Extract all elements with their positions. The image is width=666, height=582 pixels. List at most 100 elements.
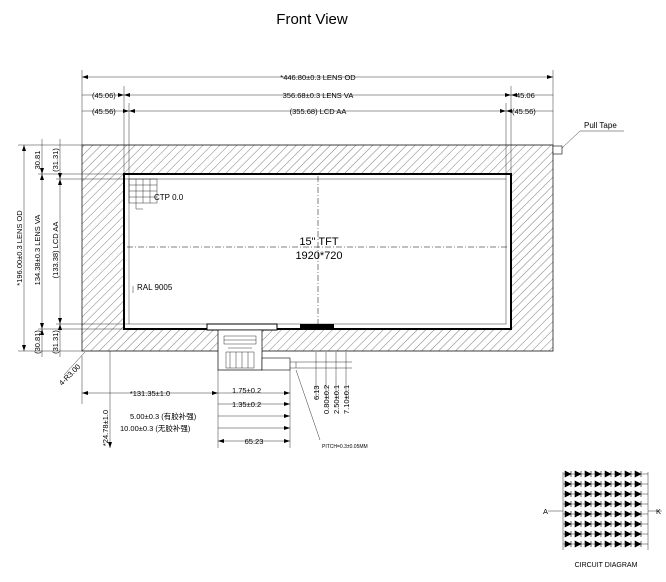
fpc-length-arrow [108,442,112,448]
led-diode-icon [624,510,632,518]
led-diode-icon [604,540,612,548]
led-diode-icon [604,500,612,508]
fpc-horizontal-dimensions [81,356,291,448]
circuit-diagram [548,472,662,550]
led-diode-icon [624,520,632,528]
led-diode-icon [574,540,582,548]
led-diode-icon [634,500,642,508]
lens-od-height: *196.00±0.3 LENS OD [15,210,24,286]
led-diode-icon [584,520,592,528]
led-diode-icon [574,510,582,518]
fpc-offset: *131.35±1.0 [130,389,170,398]
led-diode-icon [594,540,602,548]
led-diode-icon [614,500,622,508]
led-diode-icon [624,480,632,488]
circuit-anode: A [543,507,548,516]
width-dimensions [81,70,554,179]
led-diode-icon [624,540,632,548]
led-diode-icon [634,520,642,528]
led-diode-icon [634,470,642,478]
led-diode-icon [574,530,582,538]
led-diode-icon [604,480,612,488]
led-diode-icon [614,490,622,498]
fpc-tail [217,329,297,371]
top-offset-va: 30.81 [33,151,42,170]
led-diode-icon [584,480,592,488]
led-diode-icon [634,510,642,518]
panel-resolution-label: 1920*720 [295,250,342,262]
led-diode-icon [614,480,622,488]
led-diode-icon [594,470,602,478]
bottom-offset-va: (30.81) [33,330,42,354]
led-diode-icon [574,470,582,478]
lcd-aa-width: (355.68) LCD AA [290,107,347,116]
led-diode-icon [634,530,642,538]
led-diode-icon [594,480,602,488]
right-offset-va: 45.06 [516,91,535,100]
height-dimensions [18,139,129,357]
led-diode-icon [584,490,592,498]
led-diode-icon [604,470,612,478]
led-diode-icon [634,480,642,488]
led-diode-icon [564,490,572,498]
left-offset-va: (45.06) [92,91,116,100]
led-diode-icon [614,530,622,538]
led-grid [563,470,648,548]
led-diode-icon [584,510,592,518]
led-diode-icon [624,530,632,538]
bottom-tab-left [206,323,278,331]
led-diode-icon [574,520,582,528]
led-diode-icon [574,500,582,508]
fpc-v1: 6.13 [312,385,321,400]
fpc-d5: 65.23 [245,437,264,446]
led-diode-icon [604,520,612,528]
led-diode-icon [594,520,602,528]
lens-od-width: *446.80±0.3 LENS OD [280,73,356,82]
lcd-aa-height: (133.38) LCD AA [51,222,60,279]
led-diode-icon [604,490,612,498]
pull-tape-leader [561,130,624,149]
pull-tape [552,145,563,155]
led-diode-icon [564,540,572,548]
led-diode-icon [564,500,572,508]
pull-tape-label: Pull Tape [584,121,617,130]
led-diode-icon [624,500,632,508]
led-diode-icon [624,490,632,498]
led-diode-icon [614,470,622,478]
ral-label: RAL 9005 [137,283,173,292]
led-diode-icon [564,510,572,518]
led-diode-icon [594,530,602,538]
ctp-grid [128,178,158,210]
fpc-d2: 1.35±0.2 [232,400,261,409]
lens-va-width: 356.68±0.3 LENS VA [283,91,354,100]
right-offset-aa: (45.56) [512,107,536,116]
fpc-d3: 5.00±0.3 (有胶补强) [130,411,197,421]
lens-va-frame [123,173,512,330]
led-diode-icon [584,500,592,508]
led-diode-icon [624,470,632,478]
led-diode-icon [564,470,572,478]
led-diode-icon [584,470,592,478]
pitch-note: PITCH=0.3±0.05MM [322,444,368,450]
corner-radius-leader [63,351,86,376]
led-diode-icon [594,490,602,498]
fpc-length: *24.78±1.0 [101,410,110,446]
fpc-vertical-dimensions [296,352,352,400]
led-diode-icon [634,540,642,548]
panel-size-label: 15" TFT [299,236,338,248]
led-diode-icon [574,480,582,488]
bottom-tab-right [300,324,334,328]
left-offset-aa: (45.56) [92,107,116,116]
circuit-caption: CIRCUIT DIAGRAM [575,562,638,569]
led-diode-icon [594,500,602,508]
led-diode-icon [574,490,582,498]
corner-radius: 4-R3.00 [57,362,82,387]
led-diode-icon [564,520,572,528]
led-diode-icon [564,530,572,538]
ctp-label: CTP 0.0 [154,193,184,202]
led-diode-icon [614,540,622,548]
fpc-d4: 10.00±0.3 (无胶补强) [120,423,191,433]
led-diode-icon [604,530,612,538]
led-diode-icon [584,530,592,538]
